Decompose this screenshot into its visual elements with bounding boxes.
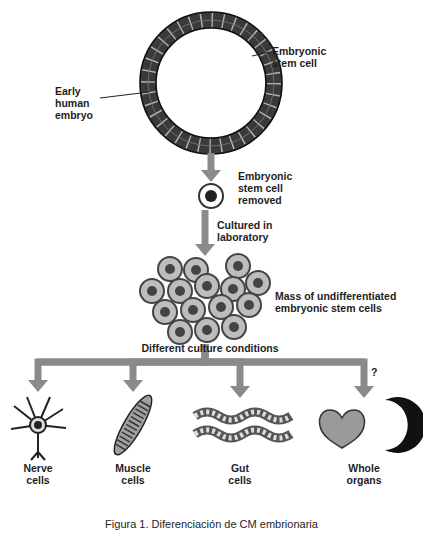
arrow-shaft bbox=[202, 210, 209, 244]
cell-mass-drawing bbox=[140, 254, 270, 344]
leader-line bbox=[252, 52, 270, 56]
stem-cell-drawing bbox=[199, 184, 223, 208]
nerve-cells: Nerve cells bbox=[10, 392, 66, 456]
edge-label: Cultured in laboratory bbox=[217, 219, 289, 243]
flow-arrow bbox=[201, 153, 221, 182]
node-label: Nerve cells bbox=[16, 462, 60, 486]
muscle-cells: Muscle cells bbox=[108, 392, 158, 456]
branch-label: Different culture conditions bbox=[110, 342, 310, 354]
gut-cells-drawing bbox=[195, 412, 291, 438]
leader-line bbox=[100, 92, 149, 98]
gut-cells: Gut cells bbox=[192, 398, 288, 450]
arrow-shaft bbox=[208, 153, 215, 170]
flow-arrow bbox=[195, 210, 215, 256]
organs-drawing bbox=[319, 397, 423, 453]
node-label: Gut cells bbox=[222, 462, 258, 486]
nerve-cell-drawing bbox=[11, 397, 66, 460]
node-label: Embryonic stem cell removed bbox=[238, 170, 313, 206]
cell-mass: Mass of undifferentiated embryonic stem … bbox=[140, 256, 270, 344]
whole-organs: Whole organs bbox=[318, 398, 410, 450]
cell-nuclei bbox=[147, 261, 263, 337]
node-label: Muscle cells bbox=[110, 462, 156, 486]
node-label: Embryonic stem cell bbox=[272, 45, 332, 69]
node-label: Whole organs bbox=[340, 462, 388, 486]
muscle-cell-drawing bbox=[108, 391, 158, 459]
stem-cell: Embryonic stem cell removed bbox=[197, 182, 225, 210]
figure-caption: Figura 1. Diferenciación de CM embrionar… bbox=[10, 518, 413, 531]
node-label: Mass of undifferentiated embryonic stem … bbox=[275, 290, 397, 314]
arrow-head bbox=[201, 170, 221, 182]
embryo-ring: Early human embryoEmbryonic stem cell bbox=[141, 13, 281, 153]
arrow-head bbox=[230, 386, 250, 398]
arrow-head bbox=[354, 386, 374, 398]
node-label: Early human embryo bbox=[55, 85, 105, 121]
embryo-ring-drawing bbox=[140, 12, 282, 154]
arrow-head bbox=[123, 380, 143, 392]
arrow-head bbox=[28, 380, 48, 392]
question-mark: ? bbox=[371, 366, 385, 378]
arrow-head bbox=[195, 244, 215, 256]
